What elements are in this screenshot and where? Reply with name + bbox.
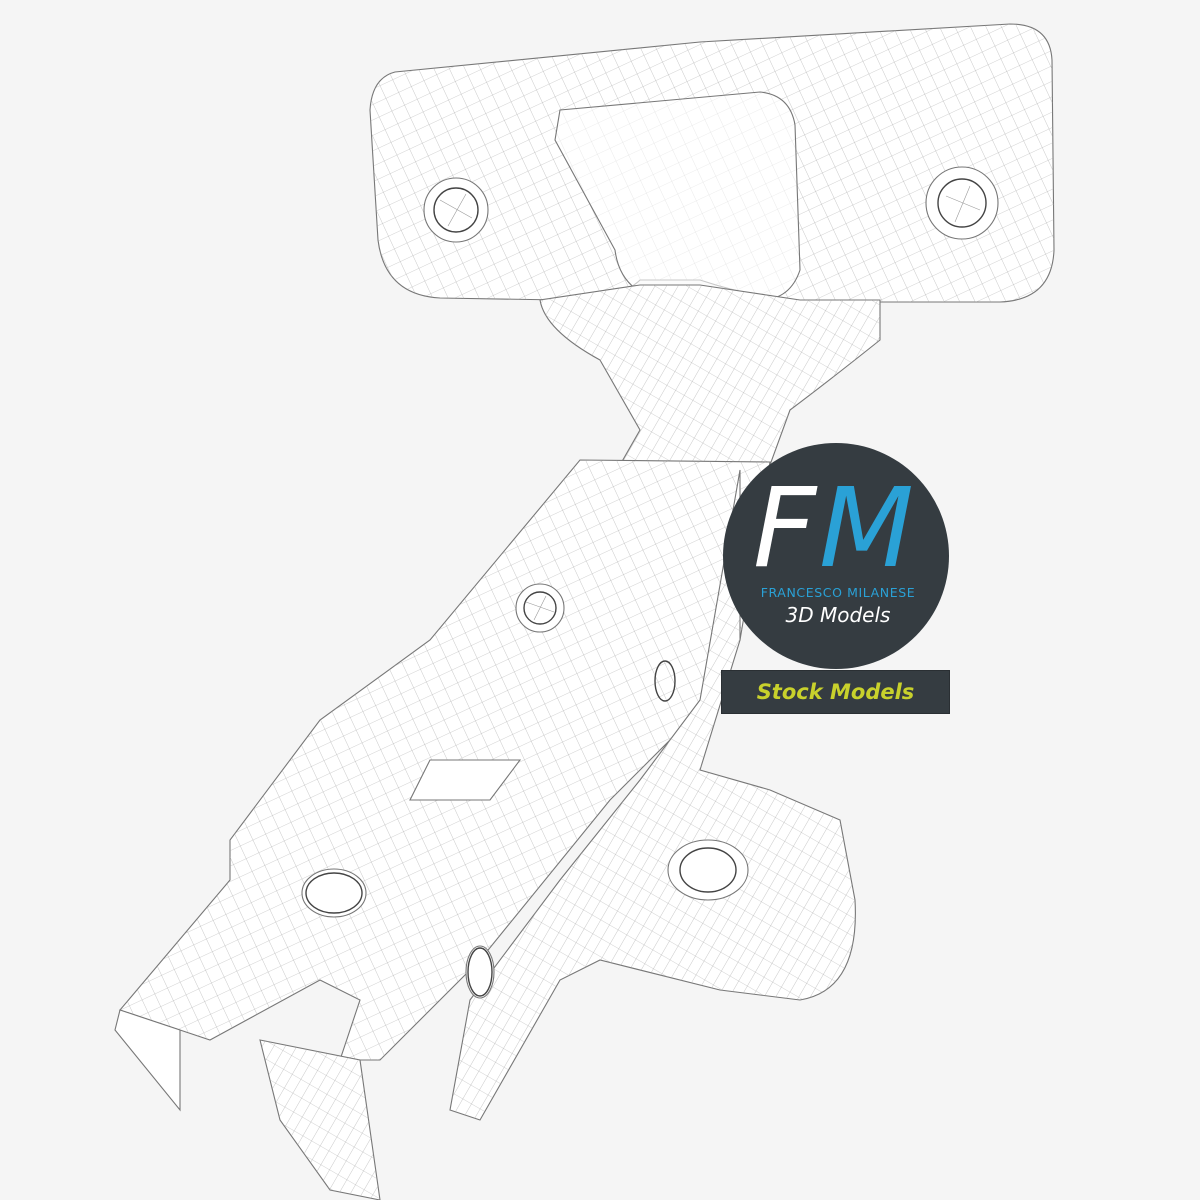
logo-subtitle: 3D Models (785, 603, 891, 627)
hinge-cup-plate (369, 23, 1055, 303)
logo-initial-f: F (753, 464, 817, 592)
watermark-logo: F M FRANCESCO MILANESE 3D Models Stock M… (721, 443, 951, 715)
logo-initial-m: M (819, 464, 914, 592)
hinge-arm-neck (539, 284, 881, 466)
logo-banner-text: Stock Models (756, 680, 915, 704)
logo-banner: Stock Models (721, 670, 950, 714)
hinge-arm-body (114, 459, 856, 1200)
logo-author-name: FRANCESCO MILANESE (760, 585, 916, 600)
logo-badge-circle: F M FRANCESCO MILANESE 3D Models (723, 443, 949, 669)
